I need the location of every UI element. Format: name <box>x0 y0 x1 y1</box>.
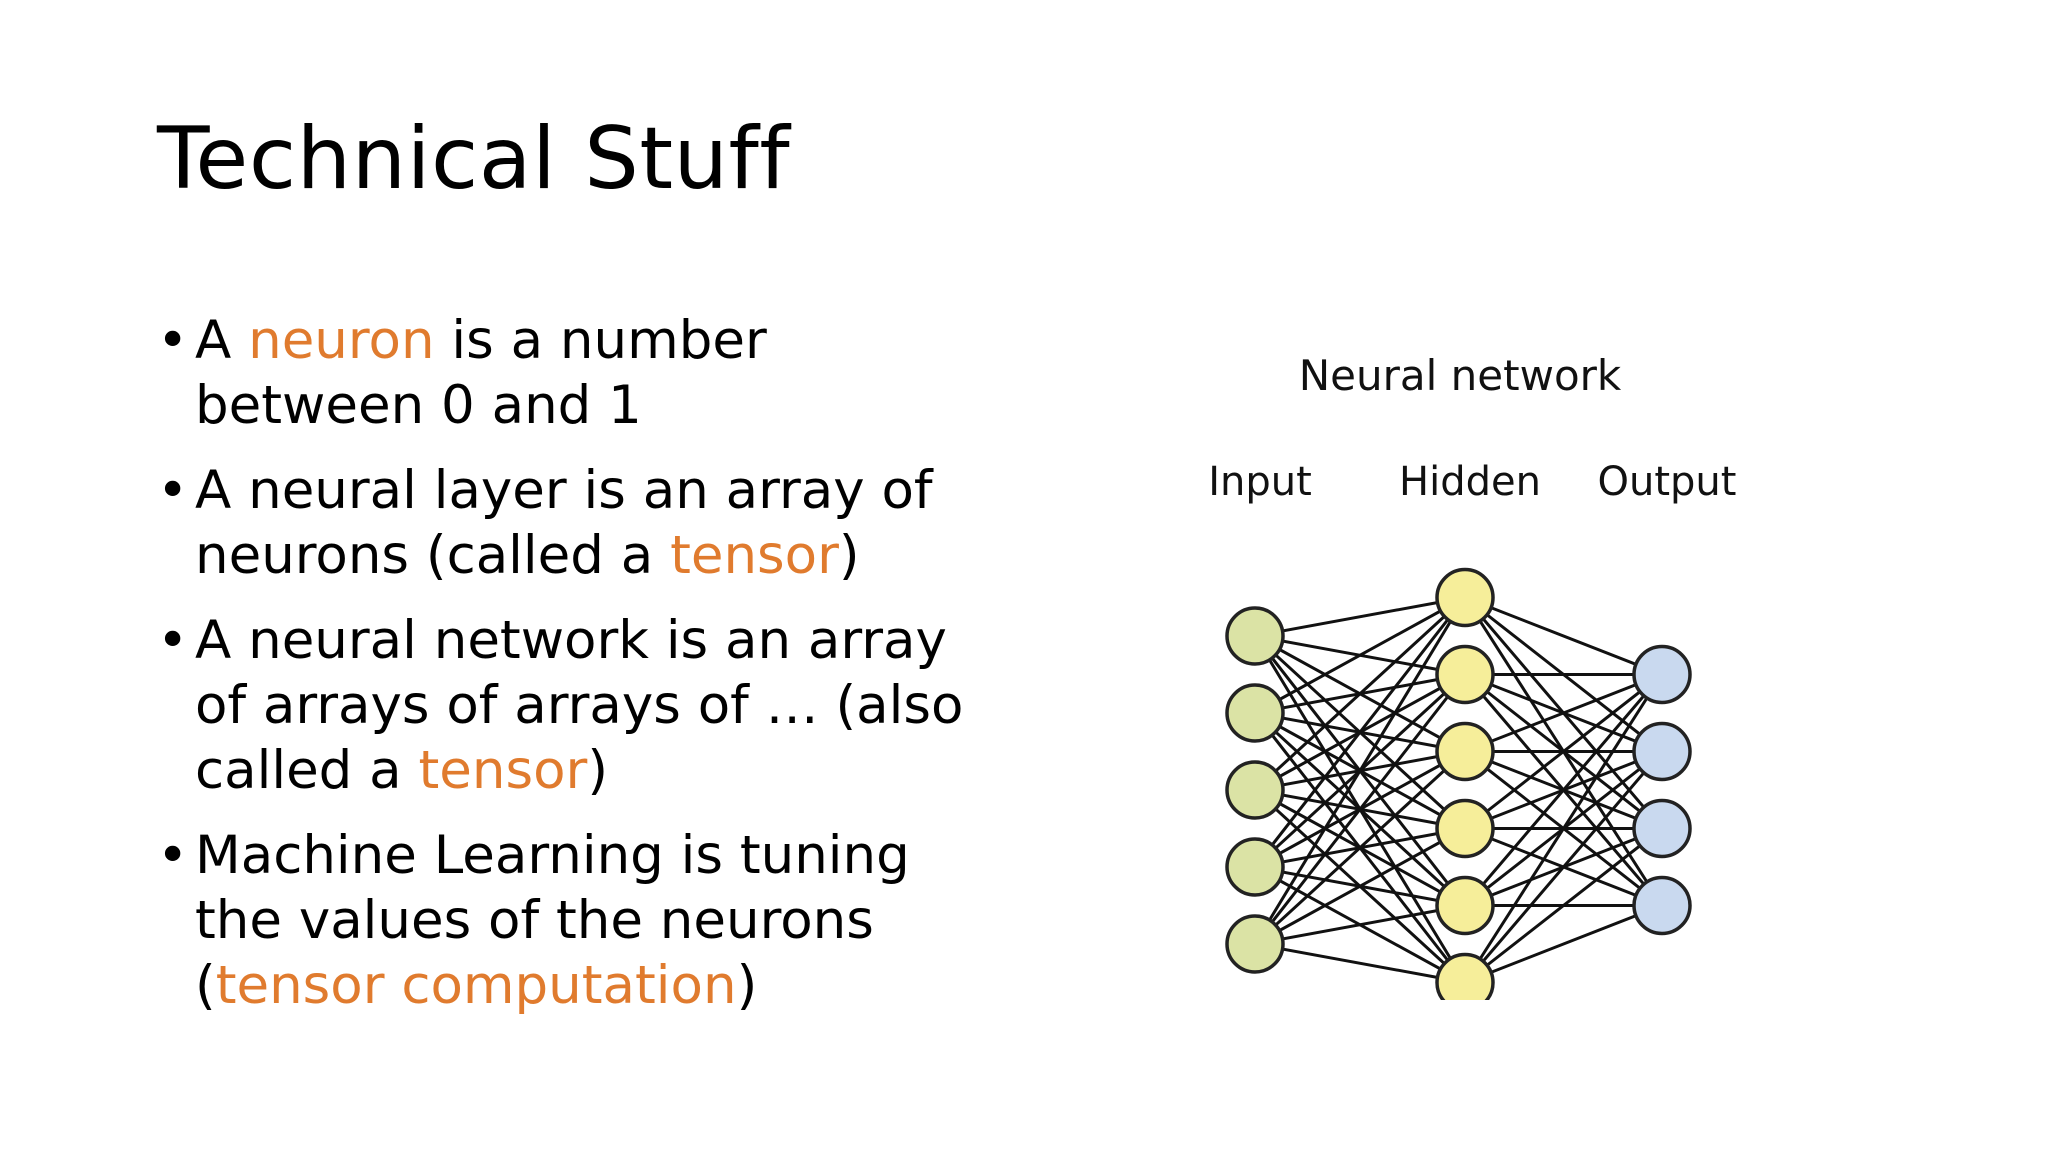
bullet-text: A <box>195 310 249 371</box>
bullet-text: is a number between 0 and 1 <box>195 310 767 436</box>
output-neuron <box>1632 798 1692 859</box>
connection-line <box>1464 904 1663 984</box>
output-neuron <box>1632 721 1692 782</box>
layer-output <box>1632 644 1692 936</box>
connection-line <box>1253 596 1467 868</box>
connections <box>1253 596 1664 984</box>
bullet-text: ) <box>587 740 608 801</box>
bullet-text: ) <box>736 955 758 1016</box>
connection-line <box>1464 673 1663 753</box>
highlighted-term: tensor computation <box>215 955 737 1016</box>
highlighted-term: neuron <box>248 310 435 371</box>
connection-line <box>1253 750 1467 946</box>
bullet-dot: • <box>157 310 189 371</box>
connection-line <box>1254 596 1466 638</box>
bullet-item: •A neural network is an array of arrays … <box>157 608 997 803</box>
output-neuron <box>1632 875 1692 936</box>
hidden-neuron <box>1435 644 1495 705</box>
layer-input <box>1225 606 1285 974</box>
bullet-dot: • <box>157 825 189 886</box>
connection-line <box>1463 750 1664 984</box>
input-neuron <box>1225 606 1285 666</box>
connection-line <box>1464 596 1663 676</box>
hidden-neuron <box>1435 952 1495 1000</box>
hidden-neuron <box>1435 798 1495 859</box>
layer-label-input: Input <box>1208 459 1312 505</box>
bullet-text: ) <box>838 525 860 586</box>
connection-line <box>1253 596 1467 945</box>
bullet-dot: • <box>157 460 189 521</box>
bullet-item: •A neural layer is an array of neurons (… <box>157 458 997 588</box>
highlighted-term: tensor <box>670 525 839 586</box>
connection-line <box>1254 904 1466 946</box>
layer-hidden <box>1435 567 1495 1000</box>
connection-line <box>1253 596 1467 792</box>
bullet-list: •A neuron is a number between 0 and 1•A … <box>157 308 997 1038</box>
input-neuron <box>1225 837 1285 897</box>
input-neuron <box>1225 760 1285 820</box>
input-neuron <box>1225 683 1285 743</box>
connection-line <box>1254 827 1466 946</box>
bullet-text: Machine Learning is tuning the values of… <box>195 825 910 1016</box>
diagram-title: Neural network <box>1299 351 1622 400</box>
bullet-text: A neural network is an array of arrays o… <box>195 610 964 801</box>
connection-line <box>1253 673 1467 945</box>
connection-line <box>1463 673 1664 907</box>
connection-line <box>1464 673 1663 830</box>
layer-label-hidden: Hidden <box>1399 459 1541 505</box>
layer-label-output: Output <box>1598 459 1737 505</box>
bullet-dot: • <box>157 610 189 671</box>
bullet-item: •A neuron is a number between 0 and 1 <box>157 308 997 438</box>
highlighted-term: tensor <box>418 740 588 801</box>
connection-line <box>1464 827 1663 984</box>
connection-line <box>1463 673 1664 984</box>
bullet-text: A neural layer is an array of neurons (c… <box>195 460 933 586</box>
hidden-neuron <box>1435 875 1495 936</box>
connection-line <box>1254 596 1466 715</box>
connection-line <box>1254 942 1466 984</box>
output-neuron <box>1632 644 1692 705</box>
bullet-item: •Machine Learning is tuning the values o… <box>157 823 997 1018</box>
hidden-neuron <box>1435 567 1495 628</box>
slide-title: Technical Stuff <box>157 109 791 209</box>
hidden-neuron <box>1435 721 1495 782</box>
input-neuron <box>1225 914 1285 974</box>
